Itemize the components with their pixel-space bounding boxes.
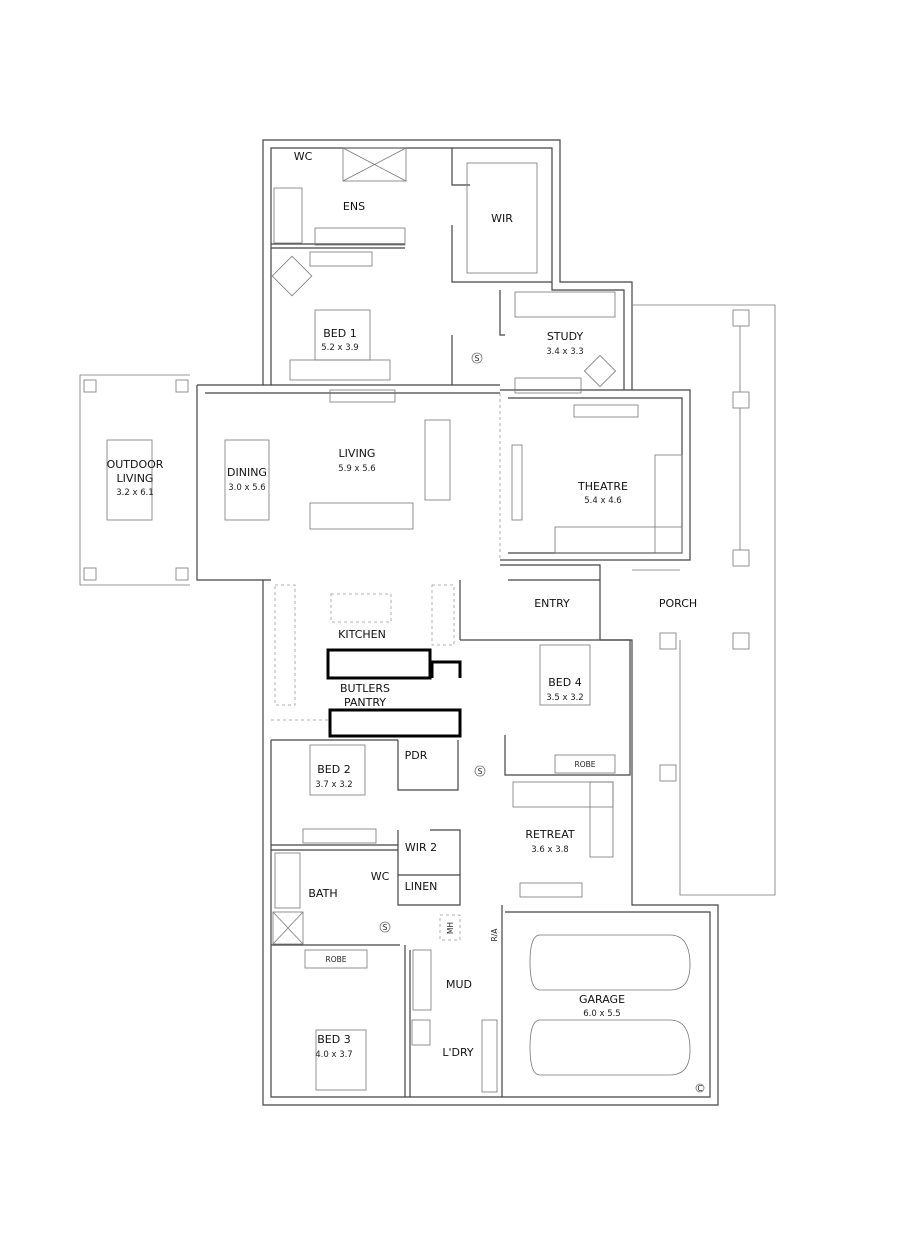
smoke-alarm-icon: S bbox=[478, 767, 483, 776]
room-label-dining: DINING bbox=[227, 466, 267, 479]
room-size-outdoor: 3.2 x 6.1 bbox=[116, 488, 153, 498]
room-size-study: 3.4 x 3.3 bbox=[546, 347, 583, 357]
room-label-retreat: RETREAT bbox=[525, 828, 575, 841]
room-label-wir2: WIR 2 bbox=[405, 841, 437, 854]
room-label-bath: BATH bbox=[308, 887, 337, 900]
room-size-theatre: 5.4 x 4.6 bbox=[584, 496, 621, 506]
hot-water-icon: C bbox=[697, 1084, 702, 1093]
symbols: S S S MH R/A C bbox=[383, 354, 703, 1093]
room-label-mud: MUD bbox=[446, 978, 472, 991]
room-label-pantry-2: PANTRY bbox=[344, 696, 386, 709]
smoke-alarm-icon: S bbox=[475, 354, 480, 363]
room-label-entry: ENTRY bbox=[534, 597, 570, 610]
room-label-outdoor-2: LIVING bbox=[117, 472, 154, 485]
smoke-alarm-icon: S bbox=[383, 923, 388, 932]
room-label-theatre: THEATRE bbox=[577, 480, 628, 493]
room-labels: WC ENS WIR BED 1 5.2 x 3.9 STUDY 3.4 x 3… bbox=[107, 150, 698, 1060]
room-size-bed4: 3.5 x 3.2 bbox=[546, 693, 583, 703]
room-label-bed3: BED 3 bbox=[317, 1033, 350, 1046]
room-label-outdoor-1: OUTDOOR bbox=[107, 458, 164, 471]
room-label-pdr: PDR bbox=[405, 749, 428, 762]
room-label-wc-ensuite: WC bbox=[294, 150, 313, 163]
room-label-study: STUDY bbox=[547, 330, 584, 343]
room-size-dining: 3.0 x 5.6 bbox=[228, 483, 265, 493]
room-label-porch: PORCH bbox=[659, 597, 697, 610]
room-label-garage: GARAGE bbox=[579, 993, 625, 1006]
room-label-wc: WC bbox=[371, 870, 390, 883]
room-size-retreat: 3.6 x 3.8 bbox=[531, 845, 568, 855]
room-label-bed4: BED 4 bbox=[548, 676, 581, 689]
walls bbox=[79, 139, 776, 1106]
room-label-ens: ENS bbox=[343, 200, 365, 213]
room-size-garage: 6.0 x 5.5 bbox=[583, 1009, 620, 1019]
room-size-bed3: 4.0 x 3.7 bbox=[315, 1050, 352, 1060]
room-label-laundry: L'DRY bbox=[442, 1046, 474, 1059]
room-label-bed1: BED 1 bbox=[323, 327, 356, 340]
room-size-living: 5.9 x 5.6 bbox=[338, 464, 375, 474]
room-label-robe-bed4: ROBE bbox=[575, 760, 596, 769]
room-label-pantry-1: BUTLERS bbox=[340, 682, 390, 695]
room-size-bed1: 5.2 x 3.9 bbox=[321, 343, 358, 353]
room-label-kitchen: KITCHEN bbox=[338, 628, 386, 641]
room-label-living: LIVING bbox=[339, 447, 376, 460]
return-air-label: R/A bbox=[490, 928, 499, 942]
room-label-wir: WIR bbox=[491, 212, 513, 225]
room-label-linen: LINEN bbox=[405, 880, 438, 893]
room-label-robe-bed3: ROBE bbox=[326, 955, 347, 964]
manhole-label: MH bbox=[446, 922, 455, 934]
room-label-bed2: BED 2 bbox=[317, 763, 350, 776]
room-size-bed2: 3.7 x 3.2 bbox=[315, 780, 352, 790]
